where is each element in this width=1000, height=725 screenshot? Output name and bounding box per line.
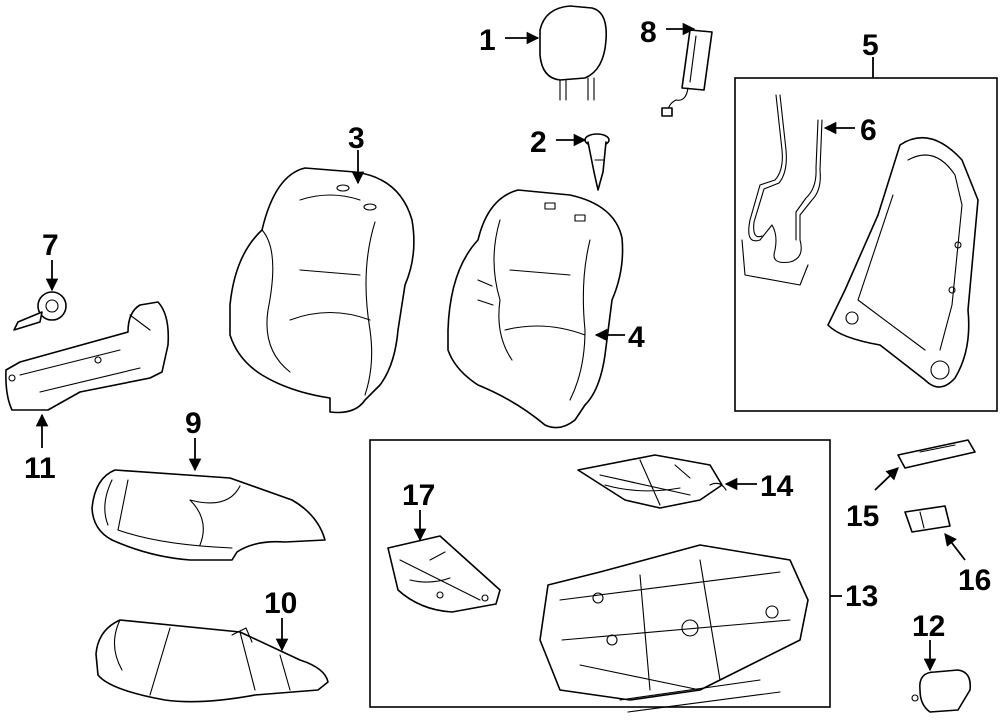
cushion-cover-part xyxy=(91,469,326,561)
seatback-pad-part xyxy=(447,189,624,429)
leader-15 xyxy=(874,467,899,491)
cushion-pad-part xyxy=(95,619,329,703)
headrest-part xyxy=(539,5,608,101)
callout-2: 2 xyxy=(530,126,547,159)
callout-6: 6 xyxy=(860,114,877,147)
leader-16 xyxy=(944,533,966,561)
headrest-guide-part xyxy=(584,133,610,191)
seatback-frame-part xyxy=(827,136,979,388)
callout-4: 4 xyxy=(628,321,645,354)
callout-10: 10 xyxy=(264,587,297,620)
cover-cap-part xyxy=(911,669,972,713)
seatback-cover-part xyxy=(229,167,415,414)
side-shield-part xyxy=(5,301,170,411)
callout-5: 5 xyxy=(862,29,879,62)
callout-14: 14 xyxy=(760,470,794,503)
airbag-module-part xyxy=(661,29,713,117)
seat-track-part xyxy=(539,544,809,713)
callout-7: 7 xyxy=(42,229,59,262)
switch-bezel-part xyxy=(904,505,951,533)
callout-16: 16 xyxy=(958,564,991,597)
callout-3: 3 xyxy=(348,122,365,155)
callout-17: 17 xyxy=(402,479,435,512)
recliner-knob-part xyxy=(13,291,67,331)
callout-13: 13 xyxy=(845,580,878,613)
callout-1: 1 xyxy=(479,24,496,57)
switch-part xyxy=(897,439,976,469)
seatback-spring-part xyxy=(741,94,823,286)
callout-11: 11 xyxy=(24,452,56,485)
backrest-frame-group-box xyxy=(734,77,998,412)
callout-15: 15 xyxy=(846,500,879,533)
callout-9: 9 xyxy=(185,407,202,440)
seat-bracket-part xyxy=(387,535,501,613)
callout-12: 12 xyxy=(912,610,945,643)
lifter-part xyxy=(577,454,727,509)
seat-track-group-box xyxy=(369,439,831,708)
callout-8: 8 xyxy=(640,16,657,49)
